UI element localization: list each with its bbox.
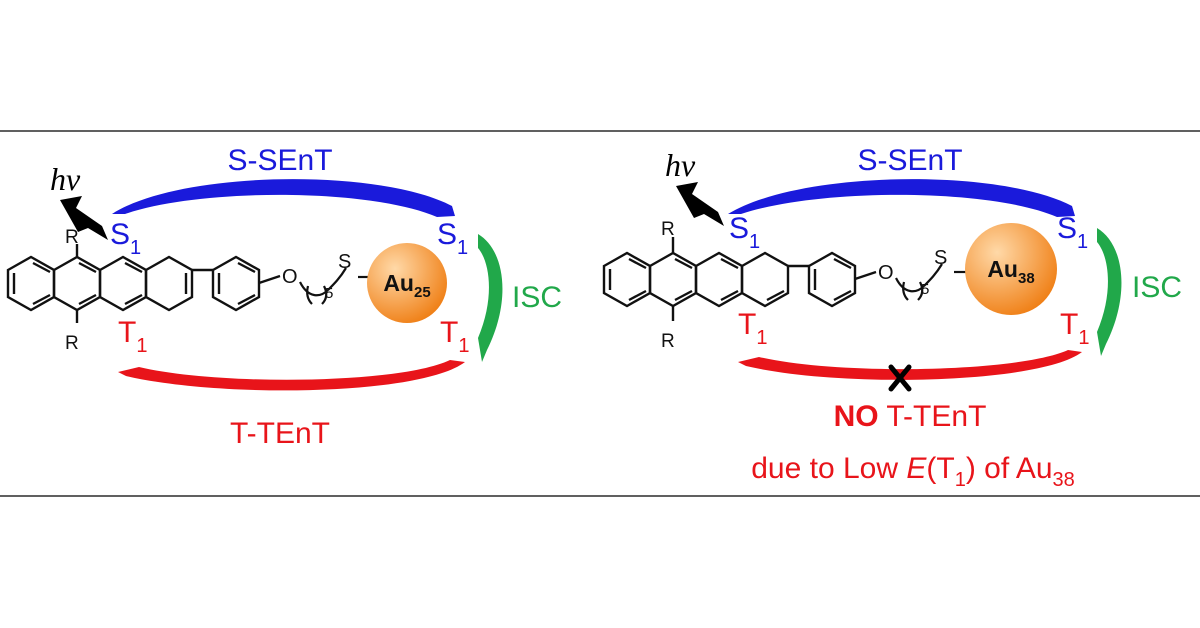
substituent-r-top: R: [65, 227, 79, 248]
panel-au25: S-SEnT T-TEnT ISC hν S1 S1 T1 T1: [6, 144, 562, 450]
isc-label: ISC: [512, 281, 562, 314]
acene-core: [602, 237, 809, 321]
donor-t1-label: T1: [118, 316, 147, 357]
donor-s1-label: S1: [110, 218, 141, 259]
chain-repeat-count: 5: [921, 281, 929, 298]
au38-label: Au38: [987, 256, 1034, 287]
s-sent-arrow: [728, 179, 1075, 217]
au25-label: Au25: [383, 270, 430, 301]
t-tent-label: T-TEnT: [230, 417, 330, 450]
s-sent-arrow: [112, 179, 455, 217]
s-sent-label: S-SEnT: [857, 144, 962, 177]
no-t-tent-label: NO T-TEnT: [834, 400, 987, 433]
donor-s1-label: S1: [729, 212, 760, 253]
au25-cluster: [367, 243, 447, 323]
substituent-r-top: R: [661, 219, 675, 240]
phenylene-ring: [211, 255, 281, 312]
phenylene-ring: [807, 251, 877, 308]
alkyl-chain: [299, 267, 370, 305]
lightning-icon: [60, 196, 108, 240]
isc-arrow: [1097, 228, 1122, 356]
acceptor-t1-label: T1: [1060, 308, 1089, 349]
isc-label: ISC: [1132, 271, 1182, 304]
hv-label: hν: [50, 161, 81, 197]
substituent-r-bottom: R: [661, 331, 675, 352]
blocked-x-icon: [888, 364, 912, 392]
hv-label: hν: [665, 147, 696, 183]
chain-repeat-count: 5: [325, 285, 333, 302]
reason-label: due to Low E(T1) of Au38: [751, 452, 1075, 491]
acceptor-s1-label: S1: [437, 218, 468, 259]
au38-cluster: [965, 223, 1057, 315]
acceptor-t1-label: T1: [440, 316, 469, 357]
alkyl-chain: [895, 263, 966, 301]
sulfur-atom: S: [338, 251, 351, 273]
acceptor-s1-label: S1: [1057, 212, 1088, 253]
isc-arrow: [478, 234, 503, 362]
substituent-r-bottom: R: [65, 333, 79, 354]
lightning-icon: [676, 182, 724, 226]
oxygen-atom: O: [878, 262, 894, 284]
oxygen-atom: O: [282, 266, 298, 288]
sulfur-atom: S: [934, 247, 947, 269]
t-tent-arrow: [738, 350, 1082, 380]
t-tent-arrow: [118, 360, 465, 391]
s-sent-label: S-SEnT: [227, 144, 332, 177]
panel-au38: S-SEnT NO T-TEnT due to Low E(T1) of Au3…: [602, 144, 1182, 491]
acene-core: [6, 244, 213, 323]
donor-t1-label: T1: [738, 308, 767, 349]
